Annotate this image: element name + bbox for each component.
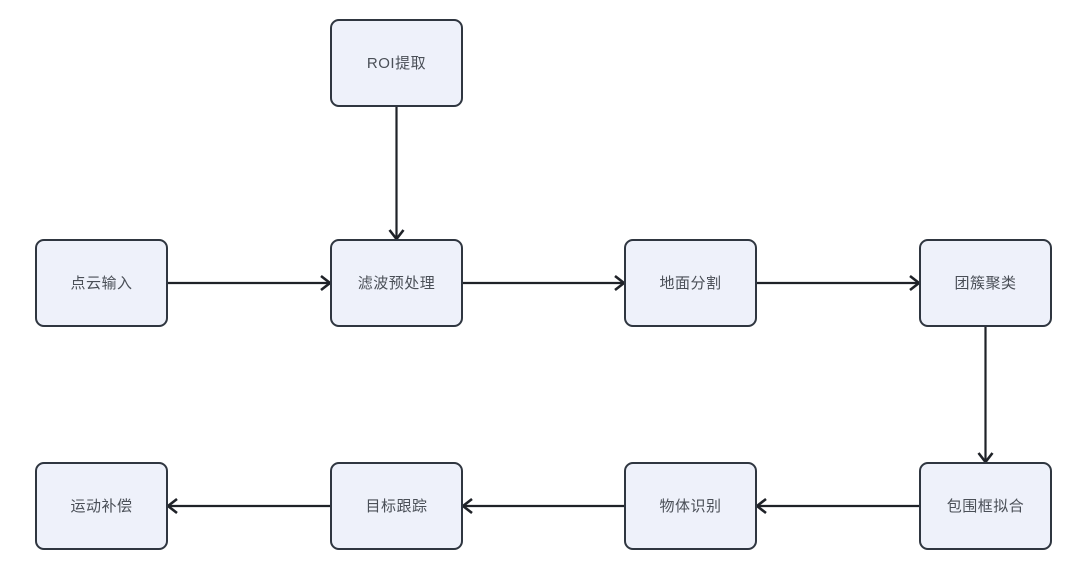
node-track[interactable]: 目标跟踪	[330, 462, 463, 550]
edge-recognize-to-track	[460, 497, 624, 515]
edge-filter-to-ground	[463, 274, 627, 292]
node-label: 团簇聚类	[954, 274, 1017, 292]
node-label: 包围框拟合	[946, 497, 1025, 515]
node-label: 运动补偿	[70, 497, 133, 515]
node-roi[interactable]: ROI提取	[330, 19, 463, 107]
node-label: 滤波预处理	[357, 274, 436, 292]
edge-bbox-to-recognize	[754, 497, 919, 515]
node-ground[interactable]: 地面分割	[624, 239, 757, 327]
edge-input-to-filter	[168, 274, 333, 292]
node-label: ROI提取	[366, 54, 427, 72]
node-filter[interactable]: 滤波预处理	[330, 239, 463, 327]
node-label: 目标跟踪	[365, 497, 428, 515]
edge-ground-to-cluster	[757, 274, 922, 292]
node-label: 物体识别	[659, 497, 722, 515]
node-motion[interactable]: 运动补偿	[35, 462, 168, 550]
node-cluster[interactable]: 团簇聚类	[919, 239, 1052, 327]
node-input[interactable]: 点云输入	[35, 239, 168, 327]
edge-track-to-motion	[165, 497, 330, 515]
node-label: 点云输入	[70, 274, 133, 292]
node-bbox[interactable]: 包围框拟合	[919, 462, 1052, 550]
node-recognize[interactable]: 物体识别	[624, 462, 757, 550]
edge-roi-to-filter	[388, 107, 405, 242]
node-label: 地面分割	[659, 274, 722, 292]
edge-cluster-to-bbox	[977, 327, 994, 465]
